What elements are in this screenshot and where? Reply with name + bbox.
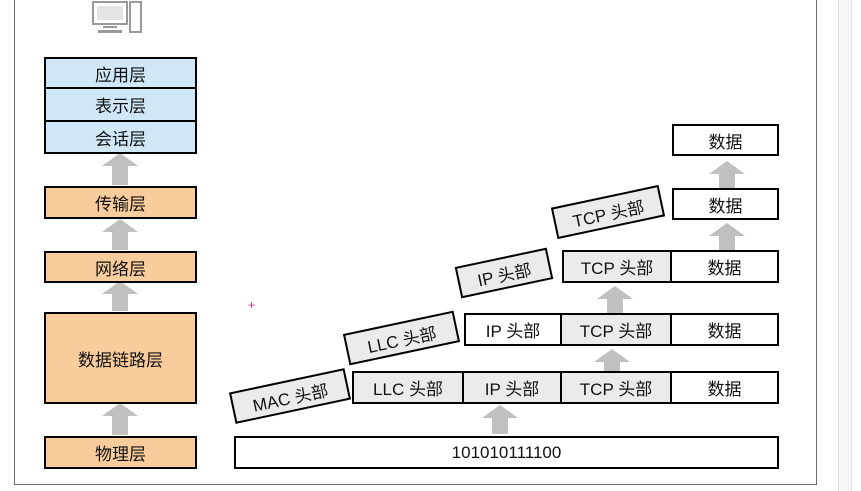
layer-network: 网络层 xyxy=(44,251,197,283)
layer-physical: 物理层 xyxy=(44,436,197,469)
arrow-up-to-datalink xyxy=(102,403,138,435)
arrow-up-to-session xyxy=(102,153,138,185)
arrow-segment-to-data-2 xyxy=(709,161,745,188)
llc-data: 数据 xyxy=(672,313,779,346)
arrow-up-to-transport xyxy=(102,219,138,250)
layer-application: 应用层 xyxy=(44,57,197,89)
frame-ip-header: IP 头部 xyxy=(464,371,562,404)
scrollbar-track[interactable] xyxy=(838,0,852,491)
frame-tcp-header: TCP 头部 xyxy=(562,371,672,404)
computer-icon xyxy=(92,1,142,33)
arrow-frame-to-packet xyxy=(594,349,630,373)
arrow-bits-to-ip xyxy=(482,405,518,434)
diagram-frame xyxy=(14,0,817,485)
arrow-segment-to-data-1 xyxy=(709,223,745,251)
layer-session: 会话层 xyxy=(44,122,197,154)
layer-presentation: 表示层 xyxy=(44,89,197,122)
packet-data: 数据 xyxy=(672,250,779,283)
packet-tcp-header: TCP 头部 xyxy=(562,250,672,283)
frame-data: 数据 xyxy=(672,371,779,404)
arrow-up-to-network xyxy=(102,281,138,311)
application-data: 数据 xyxy=(672,124,779,156)
cursor-crosshair-icon: + xyxy=(248,298,256,312)
layer-arrows xyxy=(102,153,138,435)
encapsulation-arrows xyxy=(482,161,745,434)
segment-data: 数据 xyxy=(672,188,779,220)
bit-stream: 101010111100 xyxy=(234,436,779,469)
llc-tcp-header: TCP 头部 xyxy=(562,313,672,346)
frame-llc-header: LLC 头部 xyxy=(352,371,464,404)
layer-datalink: 数据链路层 xyxy=(44,312,197,404)
arrow-packet-to-segment xyxy=(597,286,633,314)
layer-transport: 传输层 xyxy=(44,186,197,219)
llc-ip-header: IP 头部 xyxy=(464,313,562,346)
